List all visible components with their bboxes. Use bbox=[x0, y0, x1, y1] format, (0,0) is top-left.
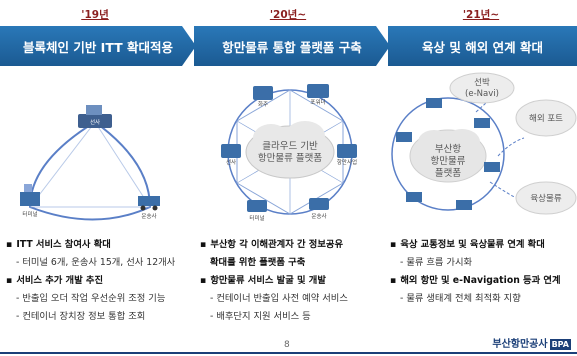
node-label: 터미널 bbox=[249, 214, 264, 222]
vessel-cloud-icon bbox=[449, 72, 515, 104]
bullet-sub: - 물류 흐름 가시화 bbox=[400, 257, 473, 268]
header-bar-2020: 항만물류 통합 플랫폼 구축 bbox=[194, 26, 390, 66]
land-logistics-label: 육상물류 bbox=[530, 193, 561, 204]
expanded-network-diagram: 부산항 항만물류 플랫폼 선박 (e-Navi) 해외 포트 육상물류 bbox=[391, 72, 577, 215]
node-label: 항만사업 bbox=[337, 158, 357, 166]
year-label-2019: '19년 bbox=[81, 9, 109, 21]
year-label-2021: '21년~ bbox=[462, 9, 500, 21]
platform-ring-diagram: 클라우드 기반 항만물류 플랫폼 포워더 항만사업 운송사 터미널 선사 화주 bbox=[221, 84, 357, 222]
node-icons: 포워더 항만사업 운송사 터미널 선사 화주 bbox=[221, 84, 357, 222]
cloud-icon bbox=[245, 121, 335, 179]
bullet-sub: - 배후단지 지원 서비스 등 bbox=[210, 311, 311, 322]
terminal-label: 터미널 bbox=[22, 210, 37, 218]
bullet-sub: - 컨테이너 반출입 사전 예약 서비스 bbox=[210, 293, 348, 304]
footer-line bbox=[0, 352, 577, 354]
ship-icon: 선사 bbox=[78, 105, 112, 128]
header-title: 블록체인 기반 ITT 확대적용 bbox=[22, 39, 174, 55]
bullet-main: ▪부산항 각 이해관계자 간 정보공유 bbox=[200, 239, 344, 250]
trucker-label: 운송사 bbox=[141, 212, 156, 220]
bullets-2019: ▪ITT 서비스 참여사 확대 - 터미널 6개, 운송사 15개, 선사 12… bbox=[6, 236, 175, 326]
bullets-2020: ▪부산항 각 이해관계자 간 정보공유 확대를 위한 플랫폼 구축 ▪항만물류 … bbox=[200, 236, 348, 326]
cloud-text-line3: 플랫폼 bbox=[435, 168, 461, 179]
header-title: 육상 및 해외 연계 확대 bbox=[422, 39, 543, 55]
header-bar-2019: 블록체인 기반 ITT 확대적용 bbox=[0, 26, 196, 66]
overseas-port-cloud-icon bbox=[515, 99, 577, 137]
bullets-2021: ▪육상 교통정보 및 육상물류 연계 확대 - 물류 흐름 가시화 ▪해외 항만… bbox=[390, 236, 577, 308]
bullet-sub: - 반출입 오더 작업 우선순위 조정 기능 bbox=[16, 293, 166, 304]
brand-name: 부산항만공사 bbox=[492, 339, 548, 350]
ship-label: 선사 bbox=[90, 118, 100, 126]
node-icons bbox=[396, 98, 500, 210]
vessel-label: 선박 bbox=[474, 77, 490, 88]
bullet-main: ▪육상 교통정보 및 육상물류 연계 확대 bbox=[390, 239, 545, 250]
node-label: 운송사 bbox=[311, 212, 326, 220]
cloud-text-line1: 부산항 bbox=[435, 144, 461, 155]
node-label: 화주 bbox=[258, 101, 268, 108]
truck-icon: 운송사 bbox=[138, 196, 160, 220]
brand-logo: BPA bbox=[549, 339, 571, 350]
cloud-text-line2: 항만물류 bbox=[431, 156, 466, 167]
vessel-sublabel: (e-Navi) bbox=[465, 89, 499, 99]
bullet-main: ▪ITT 서비스 참여사 확대 bbox=[6, 239, 111, 250]
node-label: 선사 bbox=[226, 158, 236, 166]
bullet-sub: - 물류 생태계 전체 최적화 지향 bbox=[400, 293, 521, 304]
triangle-diagram: 선사 터미널 운송사 bbox=[20, 105, 160, 221]
header-title: 항만물류 통합 플랫폼 구축 bbox=[222, 39, 362, 55]
page-number: 8 bbox=[284, 340, 290, 350]
land-logistics-cloud-icon bbox=[515, 181, 577, 215]
bullet-main: ▪항만물류 서비스 발굴 및 개발 bbox=[200, 275, 326, 286]
center-cloud-icon bbox=[409, 129, 487, 183]
year-label-2020: '20년~ bbox=[269, 9, 307, 21]
overseas-port-label: 해외 포트 bbox=[529, 113, 563, 124]
header-bar-2021: 육상 및 해외 연계 확대 bbox=[388, 26, 577, 66]
bullet-sub: - 터미널 6개, 운송사 15개, 선사 12개사 bbox=[16, 257, 176, 268]
terminal-icon: 터미널 bbox=[20, 184, 40, 218]
bullet-sub: - 컨테이너 장치장 정보 통합 조회 bbox=[16, 311, 146, 322]
node-label: 포워더 bbox=[310, 98, 325, 106]
bullet-main-cont: 확대를 위한 플랫폼 구축 bbox=[210, 257, 306, 268]
cloud-text-line2: 항만물류 플랫폼 bbox=[258, 153, 322, 164]
cloud-text-line1: 클라우드 기반 bbox=[262, 141, 318, 152]
bullet-main: ▪서비스 추가 개발 추진 bbox=[6, 275, 104, 286]
bullet-main: ▪해외 항만 및 e-Navigation 등과 연계 bbox=[390, 275, 561, 286]
